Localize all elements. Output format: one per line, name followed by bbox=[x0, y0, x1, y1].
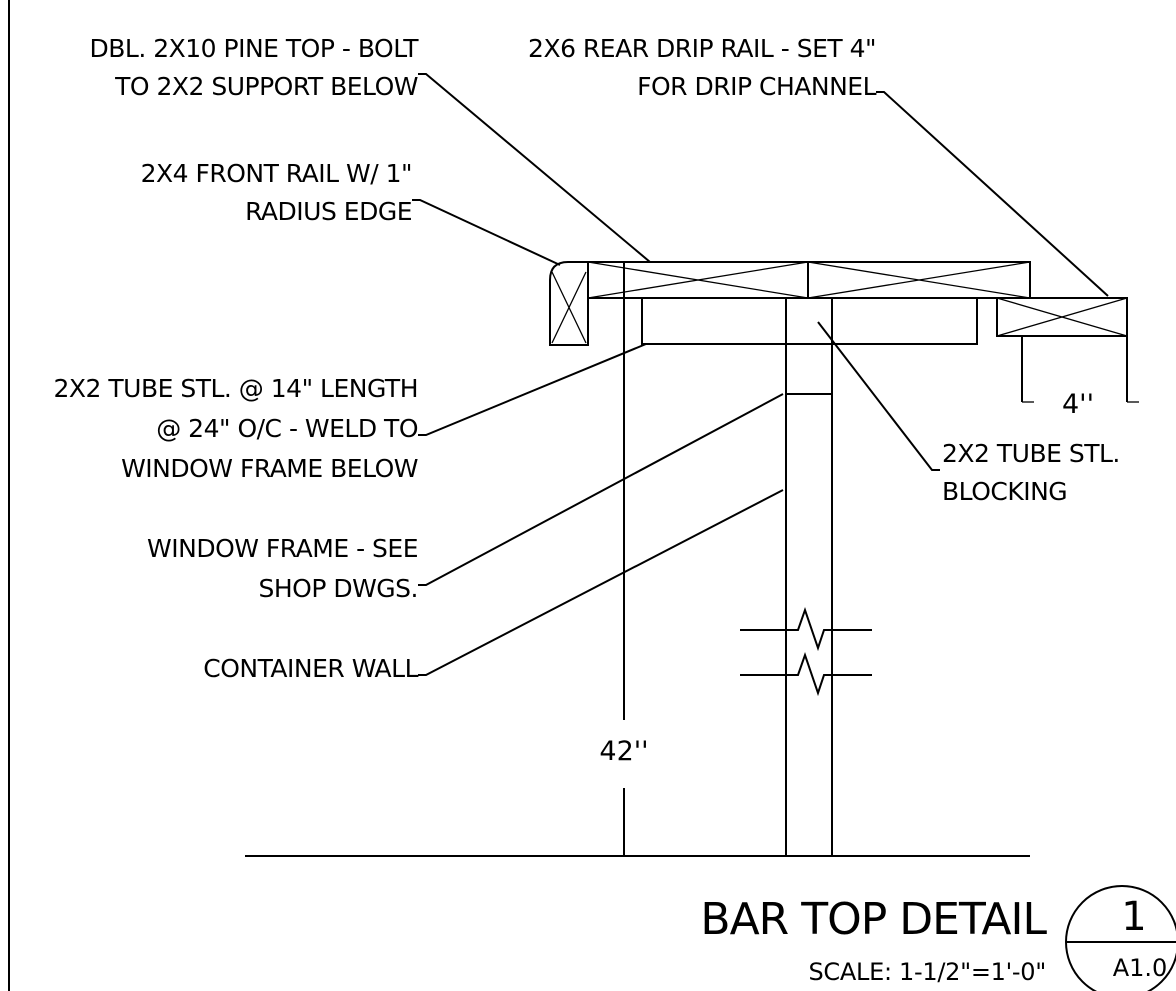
note-drip-rail-line2: FOR DRIP CHANNEL bbox=[637, 72, 876, 101]
break-line-lower bbox=[740, 651, 872, 697]
detail-bubble-sheet: A1.0 bbox=[1113, 954, 1168, 982]
detail-title-text: BAR TOP DETAIL bbox=[700, 894, 1047, 945]
note-window-frame-line2: SHOP DWGS. bbox=[258, 574, 418, 603]
note-blocking-line2: BLOCKING bbox=[942, 477, 1067, 506]
note-front-rail-line1: 2X4 FRONT RAIL W/ 1" bbox=[141, 159, 412, 188]
tube-blocking bbox=[785, 343, 833, 395]
note-pine-top-line1: DBL. 2X10 PINE TOP - BOLT bbox=[90, 34, 420, 63]
note-pine-top-line2: TO 2X2 SUPPORT BELOW bbox=[114, 72, 418, 101]
detail-bubble-number: 1 bbox=[1121, 894, 1146, 940]
note-blocking-line1: 2X2 TUBE STL. bbox=[942, 439, 1120, 468]
detail-scale-text: SCALE: 1-1/2"=1'-0" bbox=[809, 958, 1047, 986]
detail-title: BAR TOP DETAIL SCALE: 1-1/2"=1'-0" bbox=[700, 894, 1048, 986]
detail-bubble: 1 A1.0 bbox=[1065, 885, 1176, 991]
note-front-rail-line2: RADIUS EDGE bbox=[245, 197, 412, 226]
dimension-42: 42'' bbox=[599, 736, 648, 767]
rear-drip-rail bbox=[996, 297, 1128, 337]
note-tube-line3: WINDOW FRAME BELOW bbox=[121, 454, 418, 483]
note-tube-line2: @ 24" O/C - WELD TO bbox=[156, 414, 418, 443]
break-line-upper bbox=[740, 606, 872, 652]
note-tube-line1: 2X2 TUBE STL. @ 14" LENGTH bbox=[54, 374, 419, 403]
front-rail bbox=[549, 261, 589, 346]
dimension-4: 4'' bbox=[1062, 389, 1094, 420]
note-container-wall: CONTAINER WALL bbox=[203, 654, 418, 683]
note-window-frame-line1: WINDOW FRAME - SEE bbox=[147, 534, 418, 563]
bar-top-assembly bbox=[245, 261, 1139, 857]
leader-lines bbox=[412, 73, 1109, 676]
annotations: DBL. 2X10 PINE TOP - BOLT TO 2X2 SUPPORT… bbox=[54, 34, 1121, 767]
note-drip-rail-line1: 2X6 REAR DRIP RAIL - SET 4" bbox=[528, 34, 876, 63]
support-2x2 bbox=[641, 297, 978, 345]
